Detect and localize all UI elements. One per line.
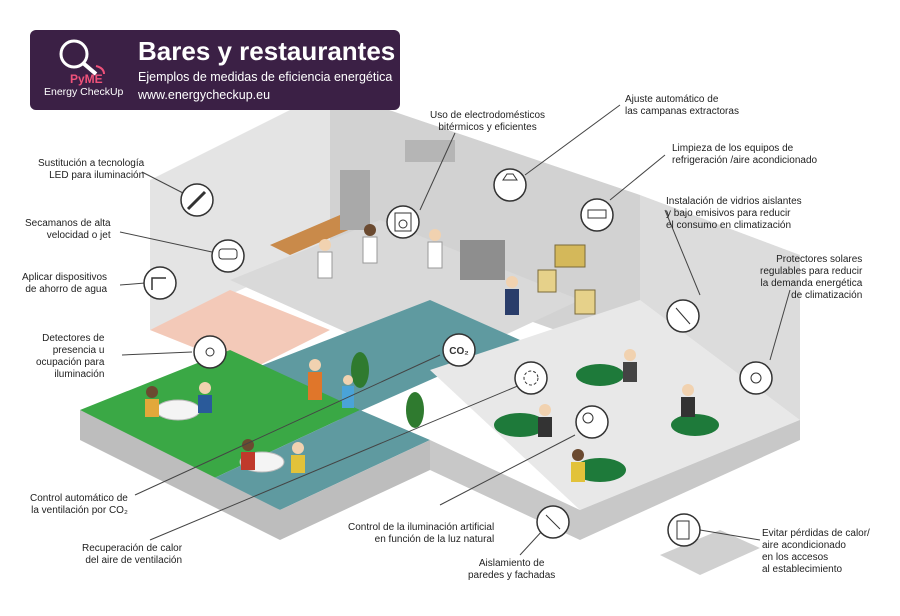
website-url: www.energycheckup.eu [138, 88, 271, 102]
person-diner-6 [571, 449, 585, 482]
person-diner-7 [623, 349, 637, 382]
person-chef-2 [362, 224, 378, 264]
co2-icon-text: CO₂ [449, 346, 468, 357]
co2-sensor-icon: CO₂ [442, 333, 476, 367]
person-chef-3 [427, 229, 443, 269]
glass-window-icon [666, 299, 700, 333]
person-diner-4 [291, 442, 305, 473]
page-subtitle: Ejemplos de medidas de eficiencia energé… [138, 70, 393, 84]
wall-insulation-icon [536, 505, 570, 539]
water-tap-icon [143, 266, 177, 300]
logo-brand: PyME [70, 72, 103, 86]
logo-product: Energy CheckUp [44, 86, 124, 98]
extractor-hood-icon [493, 168, 527, 202]
wall-picture-2 [537, 269, 557, 293]
logo: PyME Energy CheckUp [38, 36, 130, 104]
person-diner-1 [145, 386, 159, 417]
plant-2 [351, 352, 369, 388]
person-diner-5 [538, 404, 552, 437]
washing-machine-icon [386, 205, 420, 239]
door-curtain-icon [667, 513, 701, 547]
light-sensor-icon [575, 405, 609, 439]
hand-dryer-icon [211, 239, 245, 273]
kitchen-hood [405, 140, 455, 162]
table-dining-1 [576, 364, 624, 386]
kitchen-counter [270, 215, 360, 255]
front-wall [80, 410, 430, 540]
person-diner-2 [198, 382, 212, 413]
table-lounge-1 [155, 399, 201, 421]
lounge-floor-teal [210, 410, 430, 510]
air-conditioner-icon [580, 198, 614, 232]
heat-recovery-icon [514, 361, 548, 395]
magnifier-logo-icon [59, 39, 105, 76]
table-dining-2 [494, 413, 546, 437]
person-customer-2 [342, 375, 354, 408]
table-dining-3 [574, 458, 626, 482]
presence-sensor-icon [193, 335, 227, 369]
page-title: Bares y restaurantes [138, 36, 396, 66]
header-banner: PyME Energy CheckUp Bares y restaurantes… [30, 30, 400, 110]
kitchen-oven [460, 240, 505, 280]
restroom-floor [150, 290, 330, 370]
leader-lines [119, 104, 791, 556]
dining-floor [430, 300, 800, 510]
led-lamp-icon [180, 183, 214, 217]
table-dining-4 [671, 414, 719, 436]
person-chef-1 [317, 239, 333, 279]
dining-front-wall [430, 420, 800, 540]
entrance-steps [660, 530, 760, 575]
sun-protection-icon [739, 361, 773, 395]
kitchen-fridge [340, 170, 370, 230]
person-waiter [505, 276, 519, 315]
wall-picture-3 [574, 289, 596, 315]
person-customer-1 [308, 359, 322, 400]
wall-picture-1 [554, 244, 586, 268]
person-diner-8 [681, 384, 695, 417]
label-entrance-losses: Evitar pérdidas de calor/aire acondicion… [762, 528, 870, 575]
plant-1 [406, 392, 424, 428]
